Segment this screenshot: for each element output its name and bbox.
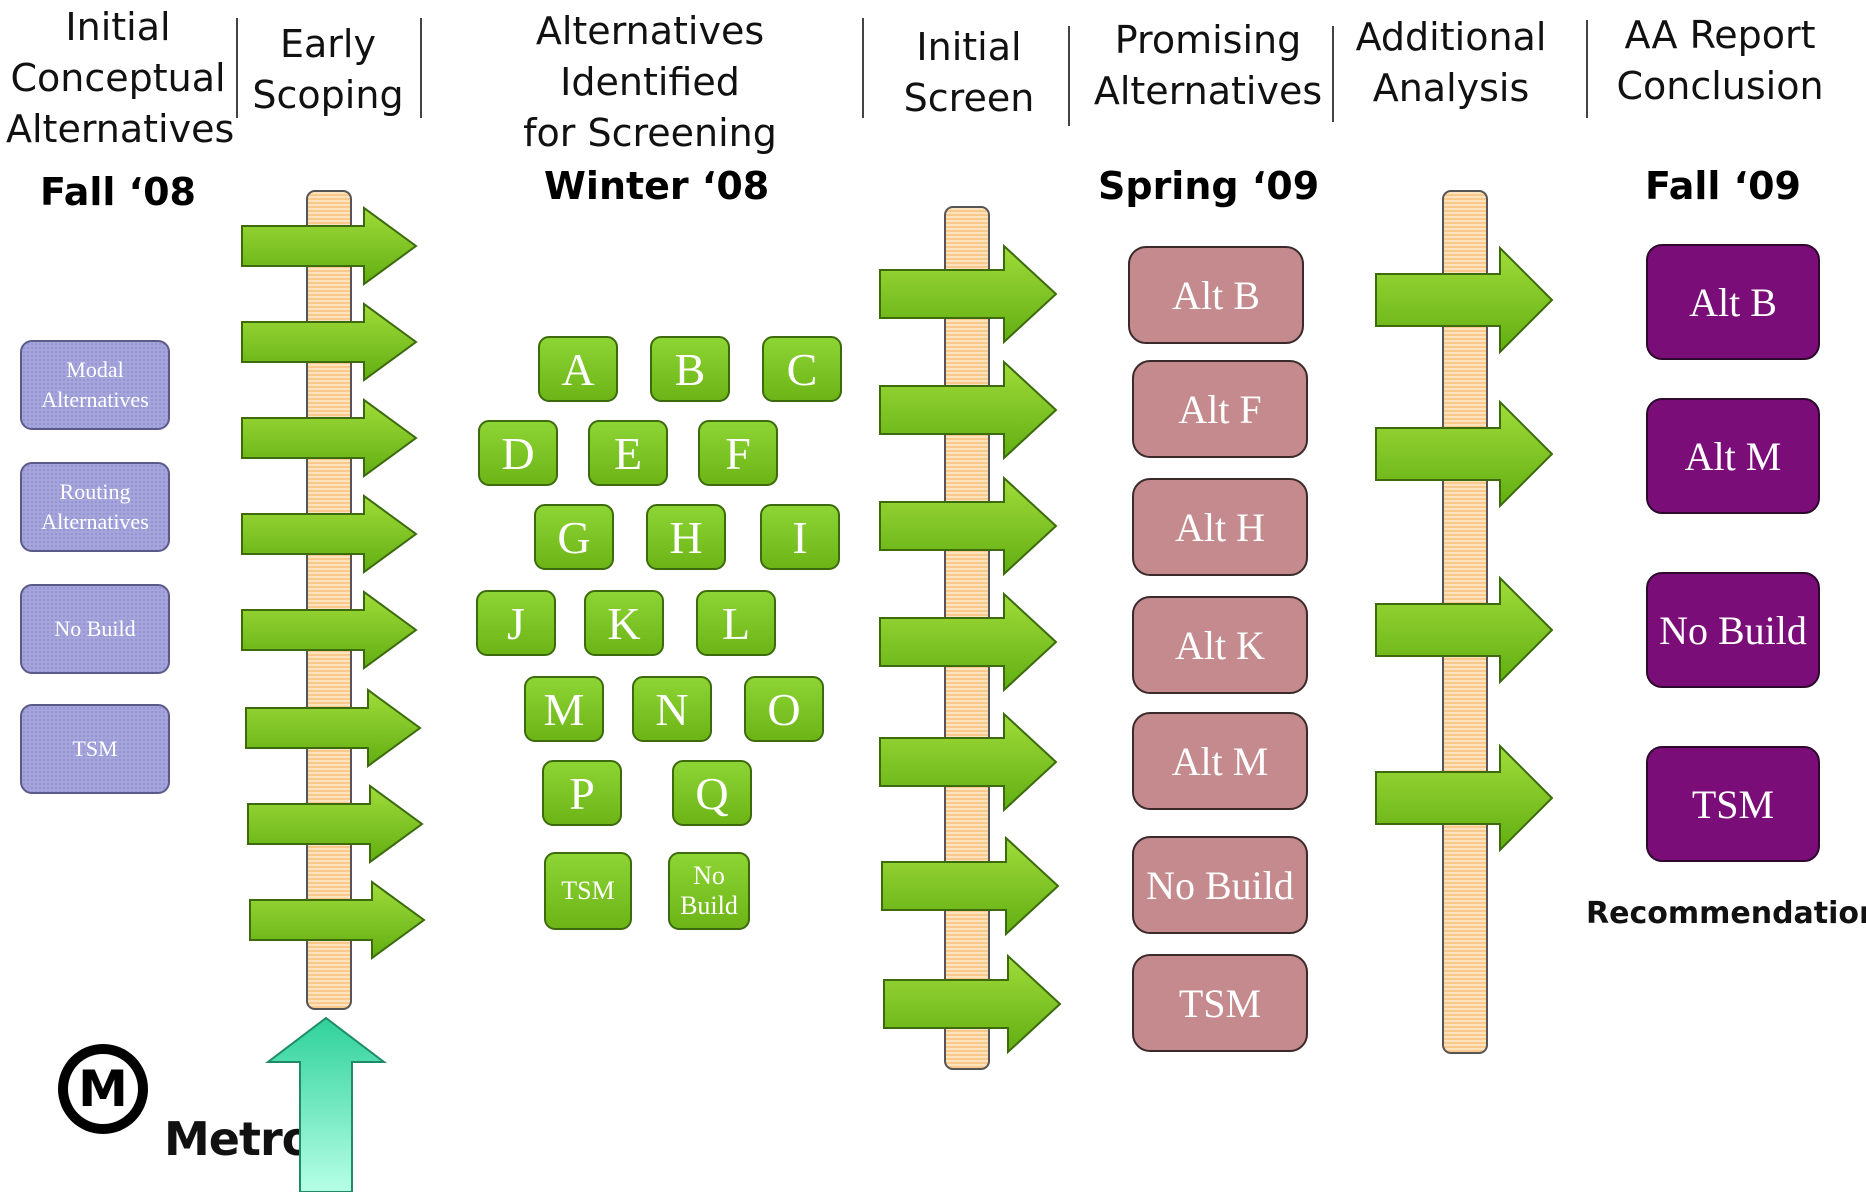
right-arrow-icon xyxy=(879,711,1058,813)
header-divider xyxy=(862,18,864,118)
right-arrow-icon xyxy=(1375,245,1554,355)
right-arrow-icon xyxy=(245,688,422,768)
up-arrow-icon xyxy=(265,1016,387,1192)
screening-alt-l: L xyxy=(696,590,776,656)
header-additional-analysis: Additional Analysis xyxy=(1355,15,1547,110)
header-aa-report-conclusion: AA Report Conclusion xyxy=(1616,13,1824,108)
promising-alt-b: Alt B xyxy=(1128,246,1304,344)
conceptual-modal-alternatives: Modal Alternatives xyxy=(20,340,170,430)
right-arrow-icon xyxy=(879,243,1058,345)
right-arrow-icon xyxy=(241,398,418,478)
screening-alt-i: I xyxy=(760,504,840,570)
period-fall-09: Fall ‘09 xyxy=(1645,164,1801,208)
right-arrow-icon xyxy=(883,953,1062,1055)
header-divider xyxy=(1068,26,1070,126)
screening-alt-h: H xyxy=(646,504,726,570)
header-initial-conceptual: Initial Conceptual Alternatives xyxy=(6,5,235,151)
screening-alt-n: N xyxy=(632,676,712,742)
right-arrow-icon xyxy=(879,591,1058,693)
screening-alt-k: K xyxy=(584,590,664,656)
right-arrow-icon xyxy=(249,880,426,960)
promising-no-build: No Build xyxy=(1132,836,1308,934)
conceptual-routing-alternatives: Routing Alternatives xyxy=(20,462,170,552)
screening-alt-b: B xyxy=(650,336,730,402)
right-arrow-icon xyxy=(1375,399,1554,509)
screening-alt-p: P xyxy=(542,760,622,826)
right-arrow-icon xyxy=(241,590,418,670)
period-spring-09: Spring ‘09 xyxy=(1098,164,1320,208)
header-divider xyxy=(1332,26,1334,122)
screening-alt-m: M xyxy=(524,676,604,742)
svg-text:M: M xyxy=(78,1060,128,1118)
right-arrow-icon xyxy=(879,359,1058,461)
screening-no-build: No Build xyxy=(668,852,750,930)
right-arrow-icon xyxy=(1375,743,1554,853)
period-winter-08: Winter ‘08 xyxy=(544,164,770,208)
promising-alt-k: Alt K xyxy=(1132,596,1308,694)
header-alternatives-identified: Alternatives Identified for Screening xyxy=(523,9,777,155)
right-arrow-icon xyxy=(241,494,418,574)
right-arrow-icon xyxy=(241,206,418,286)
period-fall-08: Fall ‘08 xyxy=(40,170,196,214)
screening-alt-a: A xyxy=(538,336,618,402)
screening-alt-d: D xyxy=(478,420,558,486)
header-early-scoping: Early Scoping xyxy=(252,22,404,117)
screening-tsm: TSM xyxy=(544,852,632,930)
screening-alt-e: E xyxy=(588,420,668,486)
header-divider xyxy=(420,18,422,118)
header-divider xyxy=(236,18,238,118)
right-arrow-icon xyxy=(1375,575,1554,685)
promising-alt-f: Alt F xyxy=(1132,360,1308,458)
header-initial-screen: Initial Screen xyxy=(903,25,1035,120)
header-divider xyxy=(1586,20,1588,118)
conclusion-tsm: TSM xyxy=(1646,746,1820,862)
promising-alt-h: Alt H xyxy=(1132,478,1308,576)
conclusion-alt-m: Alt M xyxy=(1646,398,1820,514)
recommendation-label: Recommendation xyxy=(1586,896,1866,931)
screening-alt-g: G xyxy=(534,504,614,570)
screening-alt-f: F xyxy=(698,420,778,486)
right-arrow-icon xyxy=(247,784,424,864)
screening-alt-j: J xyxy=(476,590,556,656)
right-arrow-icon xyxy=(881,835,1060,937)
conceptual-no-build: No Build xyxy=(20,584,170,674)
metro-logo-text: Metro xyxy=(164,1112,313,1166)
conceptual-tsm: TSM xyxy=(20,704,170,794)
screening-alt-o: O xyxy=(744,676,824,742)
promising-alt-m: Alt M xyxy=(1132,712,1308,810)
screening-alt-c: C xyxy=(762,336,842,402)
conclusion-alt-b: Alt B xyxy=(1646,244,1820,360)
right-arrow-icon xyxy=(879,475,1058,577)
header-promising-alternatives: Promising Alternatives xyxy=(1093,18,1323,113)
right-arrow-icon xyxy=(241,302,418,382)
metro-logo-icon: M xyxy=(58,1044,148,1134)
conclusion-no-build: No Build xyxy=(1646,572,1820,688)
screening-alt-q: Q xyxy=(672,760,752,826)
promising-tsm: TSM xyxy=(1132,954,1308,1052)
